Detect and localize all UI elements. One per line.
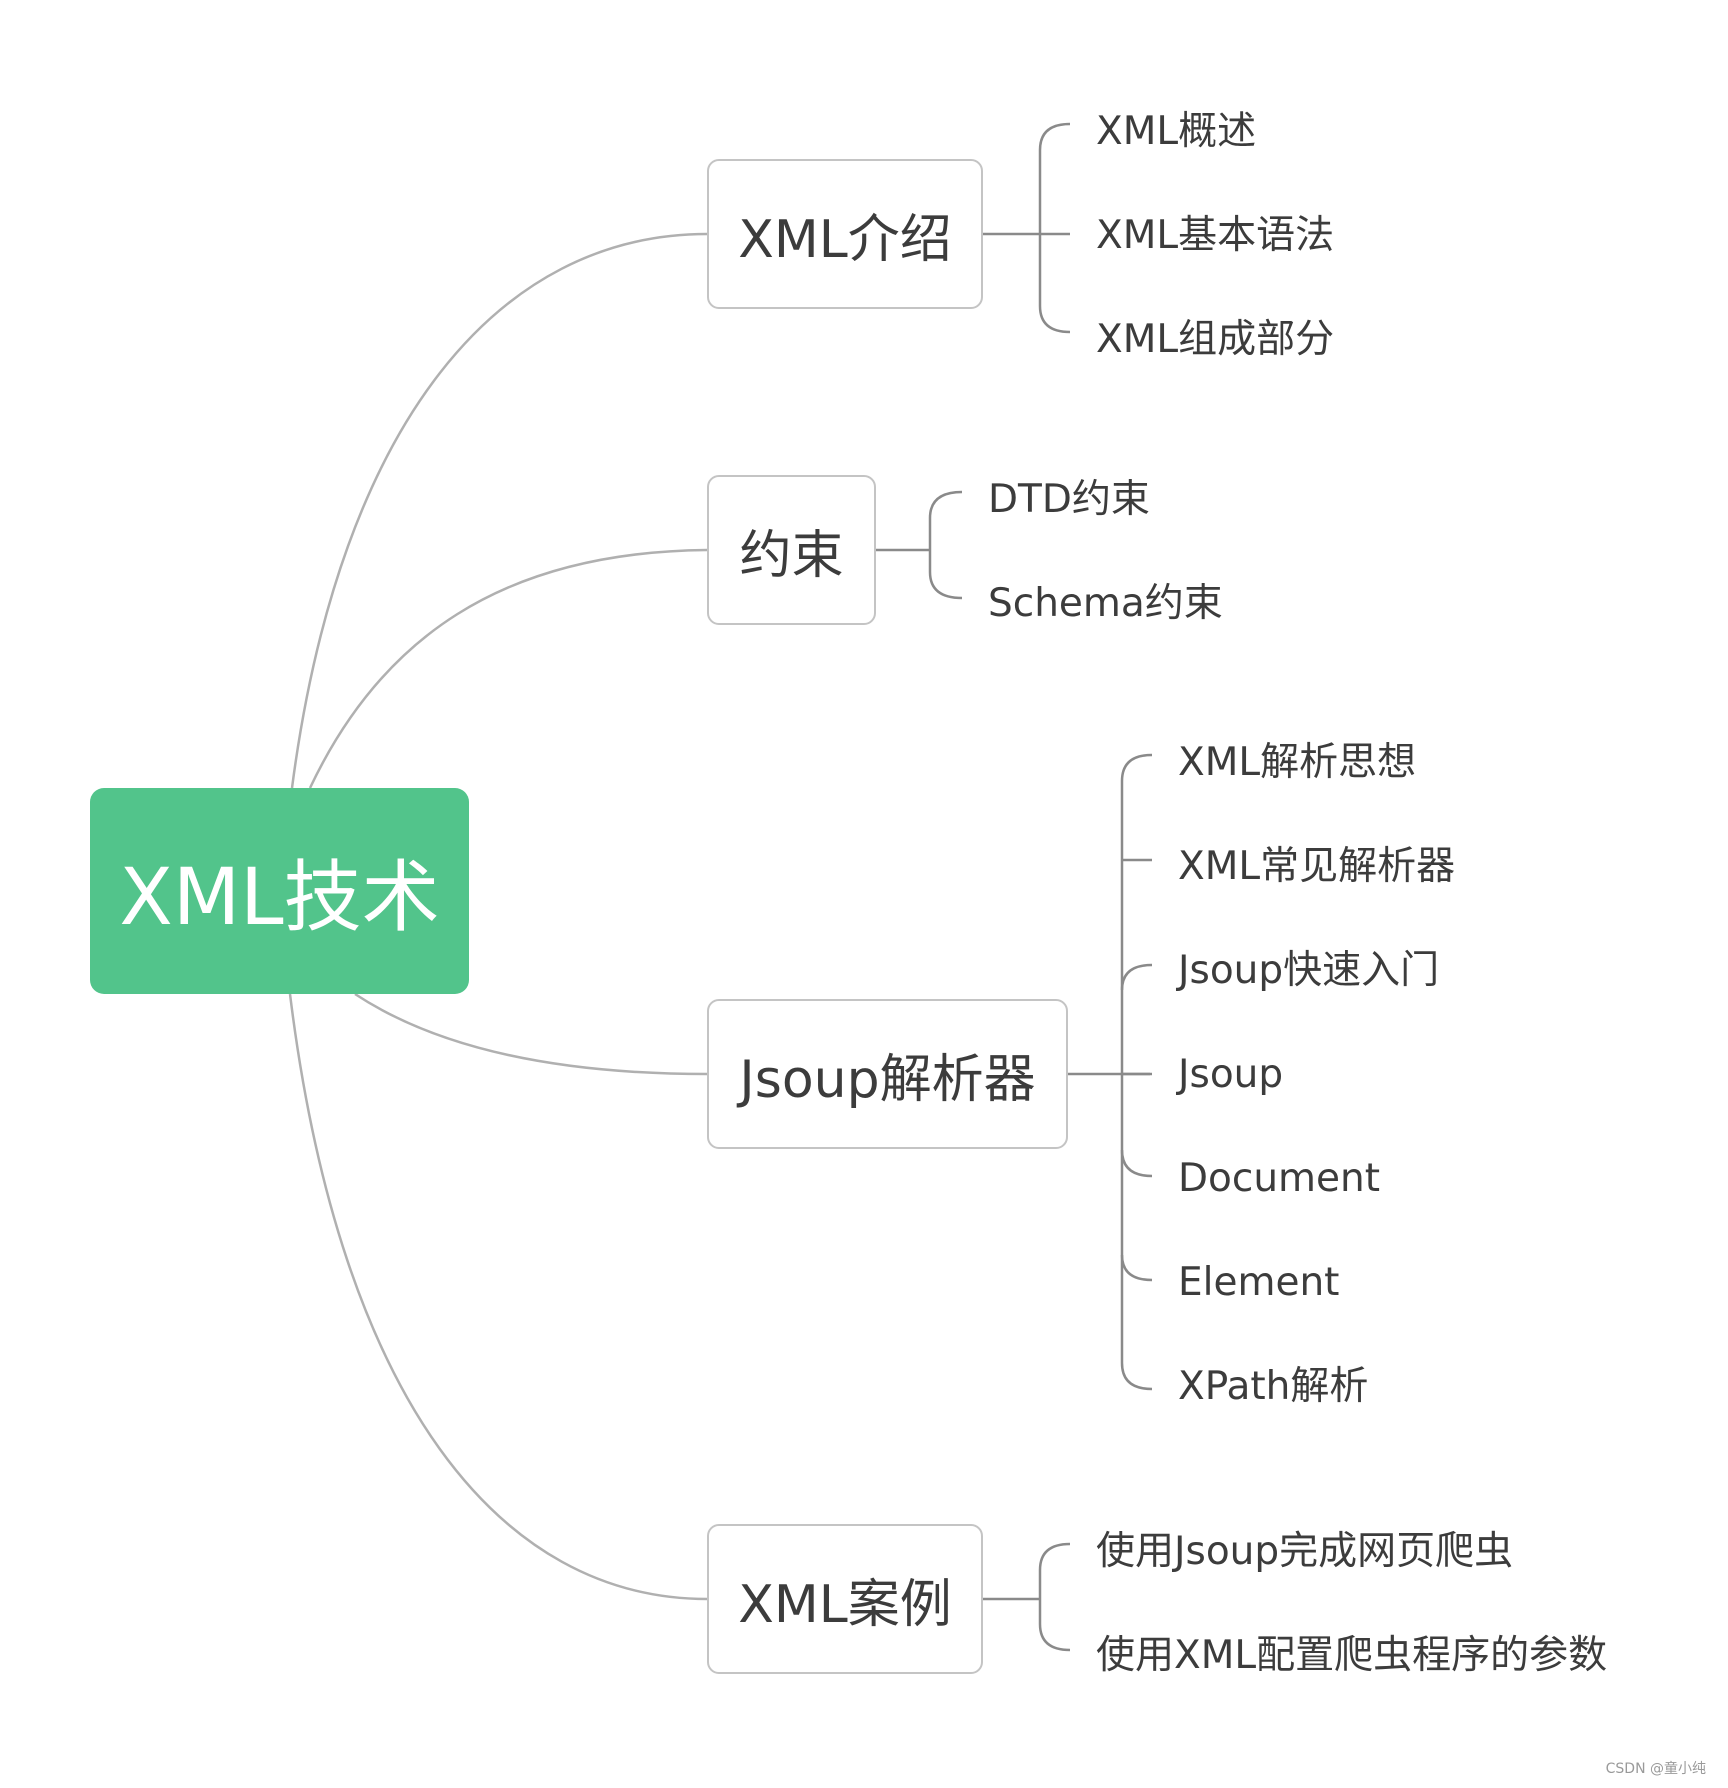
leaf-xml-basic-syntax[interactable]: XML基本语法 <box>1096 213 1335 258</box>
branch-constraint[interactable]: 约束 <box>707 475 876 625</box>
leaf-xpath-parse[interactable]: XPath解析 <box>1178 1364 1369 1409</box>
leaf-xml-crawler-config[interactable]: 使用XML配置爬虫程序的参数 <box>1096 1633 1608 1678</box>
branch-label: 约束 <box>739 525 844 586</box>
branch-label: XML案例 <box>738 1574 952 1635</box>
leaf-jsoup-quickstart[interactable]: Jsoup快速入门 <box>1178 948 1440 993</box>
leaf-element[interactable]: Element <box>1178 1260 1340 1305</box>
link-root-jsoup <box>354 992 708 1076</box>
leaf-dtd-constraint[interactable]: DTD约束 <box>988 477 1150 522</box>
root-node[interactable]: XML技术 <box>90 788 469 994</box>
bracket-case <box>983 1542 1071 1652</box>
branch-xml-intro[interactable]: XML介绍 <box>707 159 983 309</box>
leaf-jsoup[interactable]: Jsoup <box>1178 1052 1284 1097</box>
link-root-case <box>288 993 708 1601</box>
leaf-xml-overview[interactable]: XML概述 <box>1096 109 1257 154</box>
leaf-xml-common-parsers[interactable]: XML常见解析器 <box>1178 844 1456 889</box>
bracket-intro <box>983 122 1071 334</box>
leaf-xml-parse-idea[interactable]: XML解析思想 <box>1178 740 1417 785</box>
leaf-schema-constraint[interactable]: Schema约束 <box>988 581 1223 626</box>
root-label: XML技术 <box>119 853 440 943</box>
link-root-constraint <box>308 548 708 789</box>
branch-jsoup-parser[interactable]: Jsoup解析器 <box>707 999 1068 1149</box>
branch-xml-case[interactable]: XML案例 <box>707 1524 983 1674</box>
leaf-document[interactable]: Document <box>1178 1156 1381 1201</box>
bracket-jsoup <box>1068 753 1153 1391</box>
branch-label: Jsoup解析器 <box>739 1049 1036 1110</box>
branch-label: XML介绍 <box>738 209 952 270</box>
watermark: CSDN @童小纯 <box>1605 1761 1706 1777</box>
bracket-constraint <box>876 490 963 600</box>
leaf-xml-components[interactable]: XML组成部分 <box>1096 317 1335 362</box>
link-root-intro <box>290 232 708 789</box>
leaf-jsoup-crawler[interactable]: 使用Jsoup完成网页爬虫 <box>1096 1529 1514 1574</box>
